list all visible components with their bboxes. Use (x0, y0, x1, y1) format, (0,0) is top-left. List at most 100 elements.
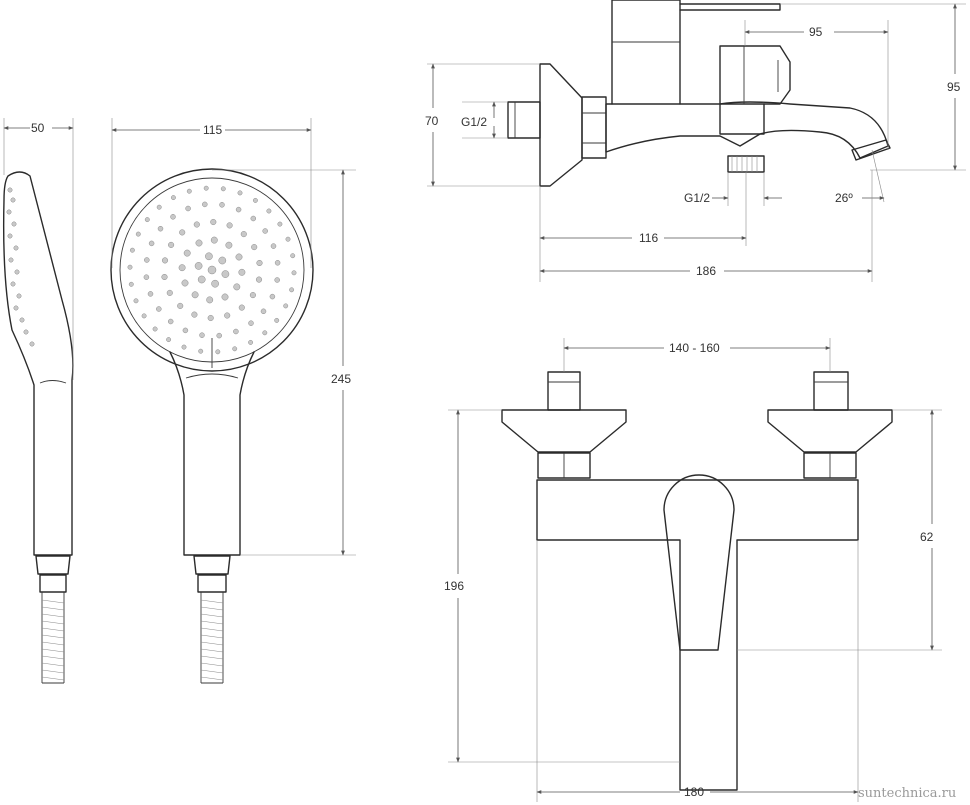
nozzle-dot (274, 277, 280, 283)
nozzle-dot (183, 249, 191, 257)
nozzle-dot (144, 217, 150, 223)
nozzle-dot (226, 222, 233, 229)
nozzle-dot (182, 327, 189, 334)
nozzle-dot (161, 257, 169, 264)
nozzle-dot (179, 229, 186, 236)
nozzle-dot (260, 308, 267, 315)
dim-label-115: 115 (203, 123, 222, 137)
nozzle-dot (216, 332, 222, 339)
nozzle-dot (215, 349, 221, 355)
dim-label-62: 62 (920, 530, 934, 544)
nozzle-dot (262, 228, 268, 234)
nozzle-dot (252, 197, 258, 203)
front-nozzles (127, 185, 297, 355)
nozzle-dot (277, 221, 283, 227)
nozzle-dot (219, 202, 225, 208)
nozzle-dot (129, 247, 135, 253)
nozzle-dot (235, 253, 243, 261)
dim-label-95-h: 95 (809, 25, 823, 39)
nozzle-dot (210, 236, 218, 244)
dimension-95-horizontal: 95 (744, 20, 889, 150)
nozzle-dot (148, 240, 155, 247)
nozzle-dot (266, 208, 272, 214)
tap-side-view (507, 0, 891, 187)
dimension-140-160: 140 - 160 (563, 338, 831, 372)
nozzle-dot (221, 293, 229, 301)
nozzle-dot (240, 231, 247, 238)
nozzle-dot (270, 243, 277, 249)
dimension-g12-inlet: G1/2 (461, 101, 508, 139)
nozzle-dot (127, 264, 133, 270)
nozzle-dot (152, 326, 158, 332)
nozzle-dot (198, 348, 204, 354)
hand-shower-front-view (110, 168, 314, 684)
nozzle-dot (170, 195, 176, 201)
nozzle-dot (224, 312, 231, 319)
nozzle-dot (178, 264, 186, 272)
dim-label-70: 70 (425, 114, 439, 128)
nozzle-dot (185, 205, 191, 212)
nozzle-dot (144, 257, 150, 263)
side-hose (41, 592, 65, 684)
dimension-70: 70 (425, 63, 540, 187)
nozzle-dot (166, 337, 172, 343)
dim-label-95-v: 95 (947, 80, 961, 94)
nozzle-dot (274, 260, 281, 266)
nozzle-dot (221, 270, 230, 278)
nozzle-dot (166, 289, 173, 296)
watermark: suntechnica.ru (858, 786, 956, 801)
dimension-26-degrees: 26º (835, 149, 885, 205)
dimension-116: 116 (539, 172, 747, 282)
tap-front-view (501, 371, 893, 791)
nozzle-dot (233, 328, 239, 335)
nozzle-dot (157, 225, 164, 232)
dim-label-g12-outlet: G1/2 (684, 191, 710, 205)
nozzle-dot (191, 291, 199, 299)
nozzle-dot (199, 332, 205, 338)
nozzle-dot (248, 339, 254, 345)
nozzle-dot (194, 262, 203, 270)
dimension-115: 115 (111, 118, 312, 268)
nozzle-dot (181, 279, 189, 287)
nozzle-dot (291, 270, 297, 276)
hand-shower-side-view (2, 171, 74, 684)
nozzle-dot (177, 302, 184, 309)
nozzle-dot (249, 292, 256, 299)
dimension-50: 50 (3, 118, 74, 380)
dim-label-196: 196 (444, 579, 464, 593)
nozzle-dot (211, 279, 219, 288)
nozzle-dot (237, 190, 243, 196)
dim-label-140-160: 140 - 160 (669, 341, 720, 355)
dim-label-26: 26º (835, 191, 853, 205)
nozzle-dot (274, 317, 280, 323)
side-nozzles (6, 187, 35, 347)
nozzle-dot (156, 204, 162, 210)
nozzle-dot (205, 252, 213, 261)
dim-label-50: 50 (31, 121, 45, 135)
nozzle-dot (269, 293, 276, 300)
nozzle-dot (191, 311, 198, 318)
nozzle-dot (250, 215, 257, 222)
nozzle-dot (143, 274, 150, 280)
nozzle-dot (251, 244, 258, 251)
nozzle-dot (141, 313, 147, 319)
dim-label-g12-inlet: G1/2 (461, 115, 487, 129)
nozzle-dot (232, 346, 238, 352)
dimension-180: 180 (536, 540, 859, 802)
nozzle-dot (225, 241, 233, 249)
nozzle-dot (186, 188, 192, 194)
nozzle-dot (262, 330, 268, 336)
dim-label-186: 186 (696, 264, 716, 278)
nozzle-dot (193, 221, 200, 228)
nozzle-dot (235, 206, 242, 213)
dimension-245: 245 (212, 169, 356, 556)
nozzle-dot (135, 231, 141, 237)
nozzle-dot (238, 304, 245, 311)
nozzle-dot (206, 296, 214, 304)
nozzle-dot (248, 320, 254, 326)
nozzle-dot (167, 318, 174, 325)
nozzle-dot (170, 214, 176, 220)
nozzle-dot (207, 314, 214, 322)
nozzle-dot (283, 303, 289, 309)
